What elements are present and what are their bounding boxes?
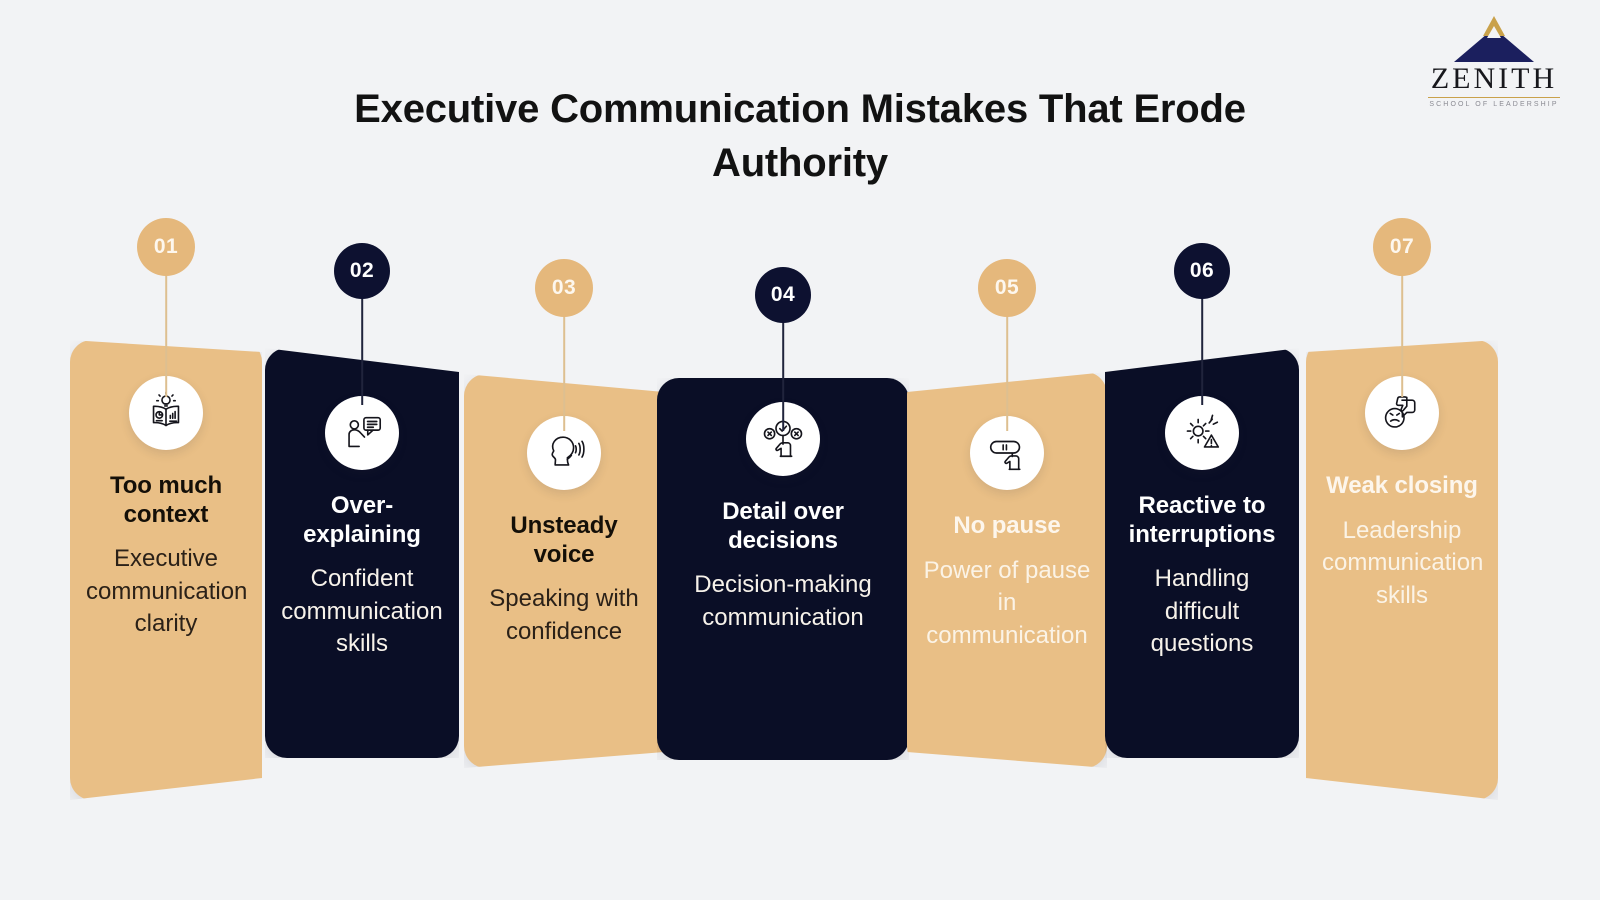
logo-mark: [1424, 14, 1564, 64]
page-title: Executive Communication Mistakes That Er…: [354, 87, 1246, 186]
step-number-badge[interactable]: 04: [755, 267, 811, 323]
card-title: Unsteady voice: [510, 512, 618, 568]
step-number-badge[interactable]: 05: [978, 259, 1036, 317]
step-number-badge[interactable]: 02: [334, 243, 390, 299]
logo-tagline: SCHOOL OF LEADERSHIP: [1429, 101, 1559, 108]
card-description: Handling difficult questions: [1150, 565, 1254, 658]
step-number-badge[interactable]: 01: [137, 218, 195, 276]
card-description: Executive communication clarity: [86, 545, 248, 638]
gear-warning-icon: [1165, 396, 1239, 470]
connector-line: [563, 313, 565, 431]
connector-line: [1401, 272, 1403, 397]
card-description: Leadership communication skills: [1322, 516, 1484, 609]
logo-divider: [1428, 97, 1560, 98]
card-description: Speaking with confidence: [489, 585, 639, 645]
gold-chevron-icon: [1483, 16, 1505, 38]
connector-line: [361, 295, 363, 405]
card-description: Confident communication skills: [281, 565, 443, 658]
connector-line: [1006, 313, 1008, 431]
logo-wordmark: ZENITH: [1430, 62, 1558, 95]
card-title: Too much context: [109, 472, 223, 528]
connector-line: [165, 272, 167, 397]
connector-line: [782, 319, 784, 431]
step-number-badge[interactable]: 07: [1373, 218, 1431, 276]
card-title: Detail over decisions: [722, 498, 844, 554]
card-description: Decision-making communication: [694, 571, 872, 631]
card-title: No pause: [953, 512, 1061, 539]
step-number-badge[interactable]: 06: [1174, 243, 1230, 299]
card-title: Reactive to interruptions: [1128, 492, 1276, 548]
person-speech-bubble-icon: [325, 396, 399, 470]
card-description: Power of pause in communication: [923, 556, 1091, 649]
card-title: Over-explaining: [303, 492, 421, 548]
step-number-badge[interactable]: 03: [535, 259, 593, 317]
card-title: Weak closing: [1326, 472, 1478, 499]
brand-logo: ZENITH SCHOOL OF LEADERSHIP: [1424, 14, 1564, 108]
connector-line: [1201, 295, 1203, 405]
